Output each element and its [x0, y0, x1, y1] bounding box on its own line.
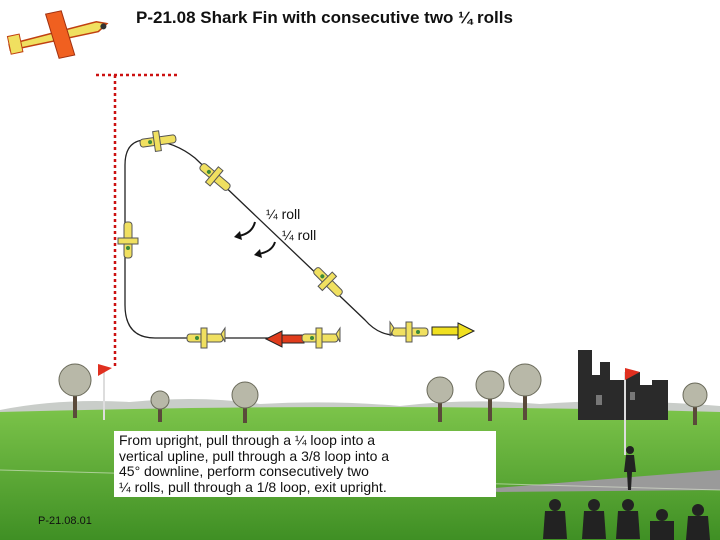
airplane-icon — [313, 267, 343, 297]
description-box: From upright, pull through a ¼ loop into… — [114, 431, 496, 497]
airplane-icon — [117, 221, 139, 259]
airplane-icon — [186, 326, 226, 349]
description-line: ¼ rolls, pull through a 1/8 loop, exit u… — [119, 478, 387, 495]
airplane-icon — [199, 163, 231, 191]
runway — [470, 470, 720, 492]
logo-airplane-icon — [6, 10, 109, 59]
airplane-icon — [301, 326, 341, 349]
description-line: 45° downline, perform consecutively two — [119, 463, 369, 479]
judges-silhouette-icon — [543, 499, 710, 540]
tree-icon — [475, 370, 505, 421]
roll-arrow-head — [254, 249, 262, 258]
page-title: P-21.08 Shark Fin with consecutive two ¼… — [136, 8, 513, 27]
flight-path — [124, 139, 410, 339]
tree-icon — [508, 363, 542, 420]
flag-icon — [624, 368, 640, 455]
airplane-icon — [139, 130, 177, 153]
tree-icon — [426, 376, 454, 422]
tree-icon — [150, 390, 170, 422]
entry-direction-arrow — [264, 330, 305, 348]
box-marker-flag-icon — [98, 364, 112, 420]
roll-label-second: ¼ roll — [282, 227, 317, 243]
pilot-silhouette-icon — [624, 446, 636, 490]
description-line: vertical upline, pull through a 3/8 loop… — [119, 447, 390, 464]
tree-icon — [682, 382, 708, 425]
tree-icon — [58, 363, 92, 418]
airplane-icon — [389, 320, 429, 343]
figure-id: P-21.08.01 — [38, 515, 92, 527]
description-line: From upright, pull through a ¼ loop into… — [119, 432, 376, 448]
tree-icon — [231, 381, 259, 423]
roll-label-first: ¼ roll — [266, 206, 301, 222]
roll-arrow-head — [234, 231, 242, 240]
castle-ruin-icon — [578, 350, 668, 420]
exit-direction-arrow — [431, 322, 476, 340]
